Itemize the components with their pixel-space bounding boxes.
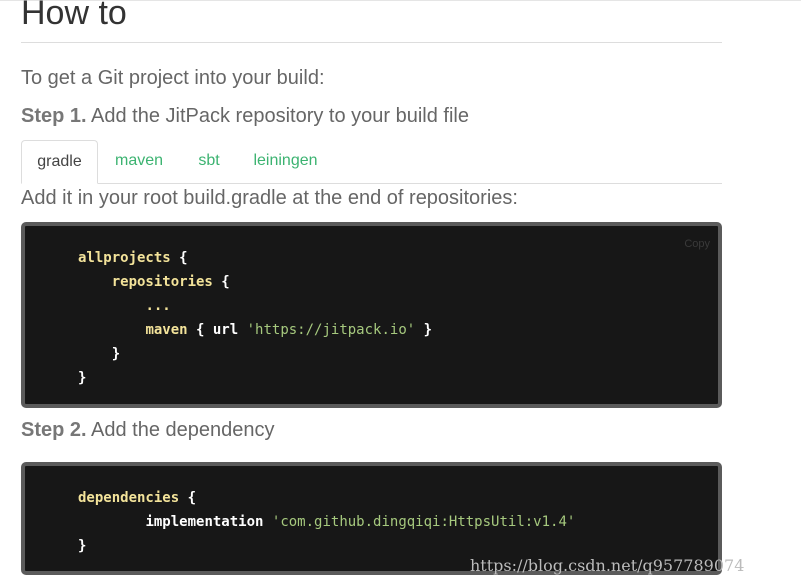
code-line: } [78, 370, 87, 386]
intro-text: To get a Git project into your build: [21, 67, 325, 89]
watermark-url: https://blog.csdn.net/q957789074 [470, 556, 745, 575]
top-border [0, 0, 801, 5]
tab-gradle[interactable]: gradle [21, 140, 98, 184]
code-line: allprojects { [78, 250, 188, 266]
code-line: ... [145, 298, 171, 314]
step-2-label: Step 2. [21, 419, 87, 441]
build-tool-tabs: gradle maven sbt leiningen [21, 140, 722, 184]
code-content: dependencies { implementation 'com.githu… [78, 486, 575, 558]
code-line: dependencies { [78, 490, 197, 506]
tab-description: Add it in your root build.gradle at the … [21, 187, 518, 209]
code-line: maven { url 'https://jitpack.io' } [145, 322, 433, 338]
tab-maven[interactable]: maven [114, 152, 164, 169]
code-content: allprojects { repositories { ... maven {… [78, 246, 432, 390]
page-title: How to [21, 0, 127, 32]
code-line: } [78, 538, 87, 554]
dependency-code-block: dependencies { implementation 'com.githu… [21, 462, 722, 575]
code-line: } [111, 346, 121, 362]
heading-divider [21, 42, 722, 43]
readme-section: How to To get a Git project into your bu… [21, 0, 722, 575]
copy-button[interactable]: Copy [684, 238, 710, 250]
repository-code-block: Copy allprojects { repositories { ... ma… [21, 222, 722, 408]
step-1-text: Add the JitPack repository to your build… [91, 105, 469, 127]
step-1-label: Step 1. [21, 105, 87, 127]
step-2-text: Add the dependency [91, 419, 275, 441]
tab-leiningen[interactable]: leiningen [253, 152, 318, 169]
step-1-heading: Step 1. Add the JitPack repository to yo… [21, 105, 469, 128]
code-line: implementation 'com.github.dingqiqi:Http… [145, 514, 576, 530]
code-line: repositories { [111, 274, 230, 290]
tab-sbt[interactable]: sbt [198, 152, 220, 169]
step-2-heading: Step 2. Add the dependency [21, 419, 275, 442]
